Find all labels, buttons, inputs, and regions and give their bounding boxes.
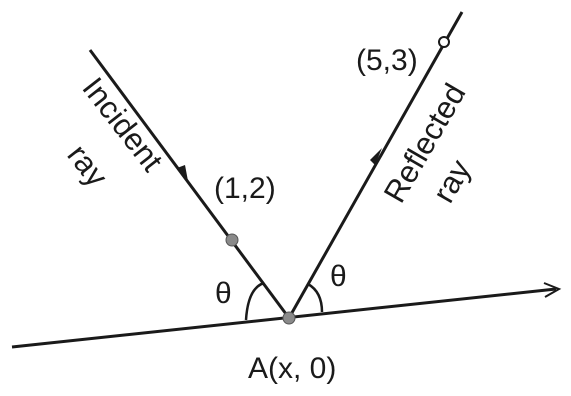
point-A-marker xyxy=(282,311,296,325)
angle-label-right: θ xyxy=(330,260,347,293)
angle-label-left: θ xyxy=(215,277,232,310)
incident-arrowhead xyxy=(177,165,188,181)
reflected-arrowhead xyxy=(370,148,382,165)
point-A-label: A(x, 0) xyxy=(248,352,336,385)
point-incident-marker xyxy=(225,233,239,247)
angle-arc-right xyxy=(307,282,324,313)
point-reflected-label: (5,3) xyxy=(356,44,418,77)
point-incident-label: (1,2) xyxy=(214,172,276,205)
surface-arrowhead xyxy=(543,282,562,298)
incident-label-line2: ray xyxy=(60,138,114,194)
incident-ray xyxy=(88,49,291,319)
reflected-ray xyxy=(287,11,464,319)
point-reflected-marker xyxy=(438,36,450,48)
angle-arc-left xyxy=(244,281,265,321)
